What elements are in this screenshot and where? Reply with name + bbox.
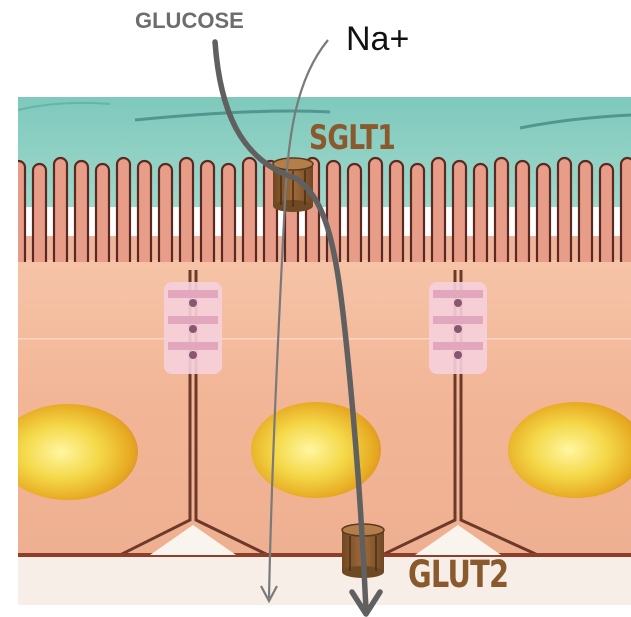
interstitial-space — [18, 557, 631, 605]
microvillus — [600, 164, 613, 262]
microvillus — [537, 164, 550, 262]
microvillus — [621, 158, 631, 262]
microvillus — [54, 158, 67, 262]
microvillus — [117, 158, 130, 262]
microvillus — [12, 161, 25, 262]
sodium-label: Na+ — [346, 20, 409, 59]
microvillus — [33, 164, 46, 262]
microvillus — [201, 161, 214, 262]
cell-border-line — [18, 338, 631, 340]
microvillus — [516, 161, 529, 262]
nucleus — [0, 404, 138, 500]
tight-junction-left — [164, 282, 222, 374]
microvillus — [579, 161, 592, 262]
microvillus — [138, 161, 151, 262]
glucose-label: GLUCOSE — [135, 8, 244, 34]
microvillus — [495, 158, 508, 262]
microvillus — [75, 161, 88, 262]
microvillus — [558, 158, 571, 262]
nucleus — [251, 402, 381, 498]
microvillus — [411, 164, 424, 262]
sglt1-label: SGLT1 — [309, 118, 395, 158]
microvillus — [243, 158, 256, 262]
microvillus — [348, 164, 361, 262]
glut2-label: GLUT2 — [408, 553, 508, 596]
microvillus — [96, 164, 109, 262]
microvillus — [474, 164, 487, 262]
tight-junction-right — [429, 282, 487, 374]
microvillus — [453, 161, 466, 262]
microvillus — [180, 158, 193, 262]
microvillus — [390, 161, 403, 262]
microvillus — [369, 158, 382, 262]
basement-membrane — [18, 553, 631, 557]
microvillus — [222, 164, 235, 262]
microvillus — [432, 158, 445, 262]
microvillus — [159, 164, 172, 262]
